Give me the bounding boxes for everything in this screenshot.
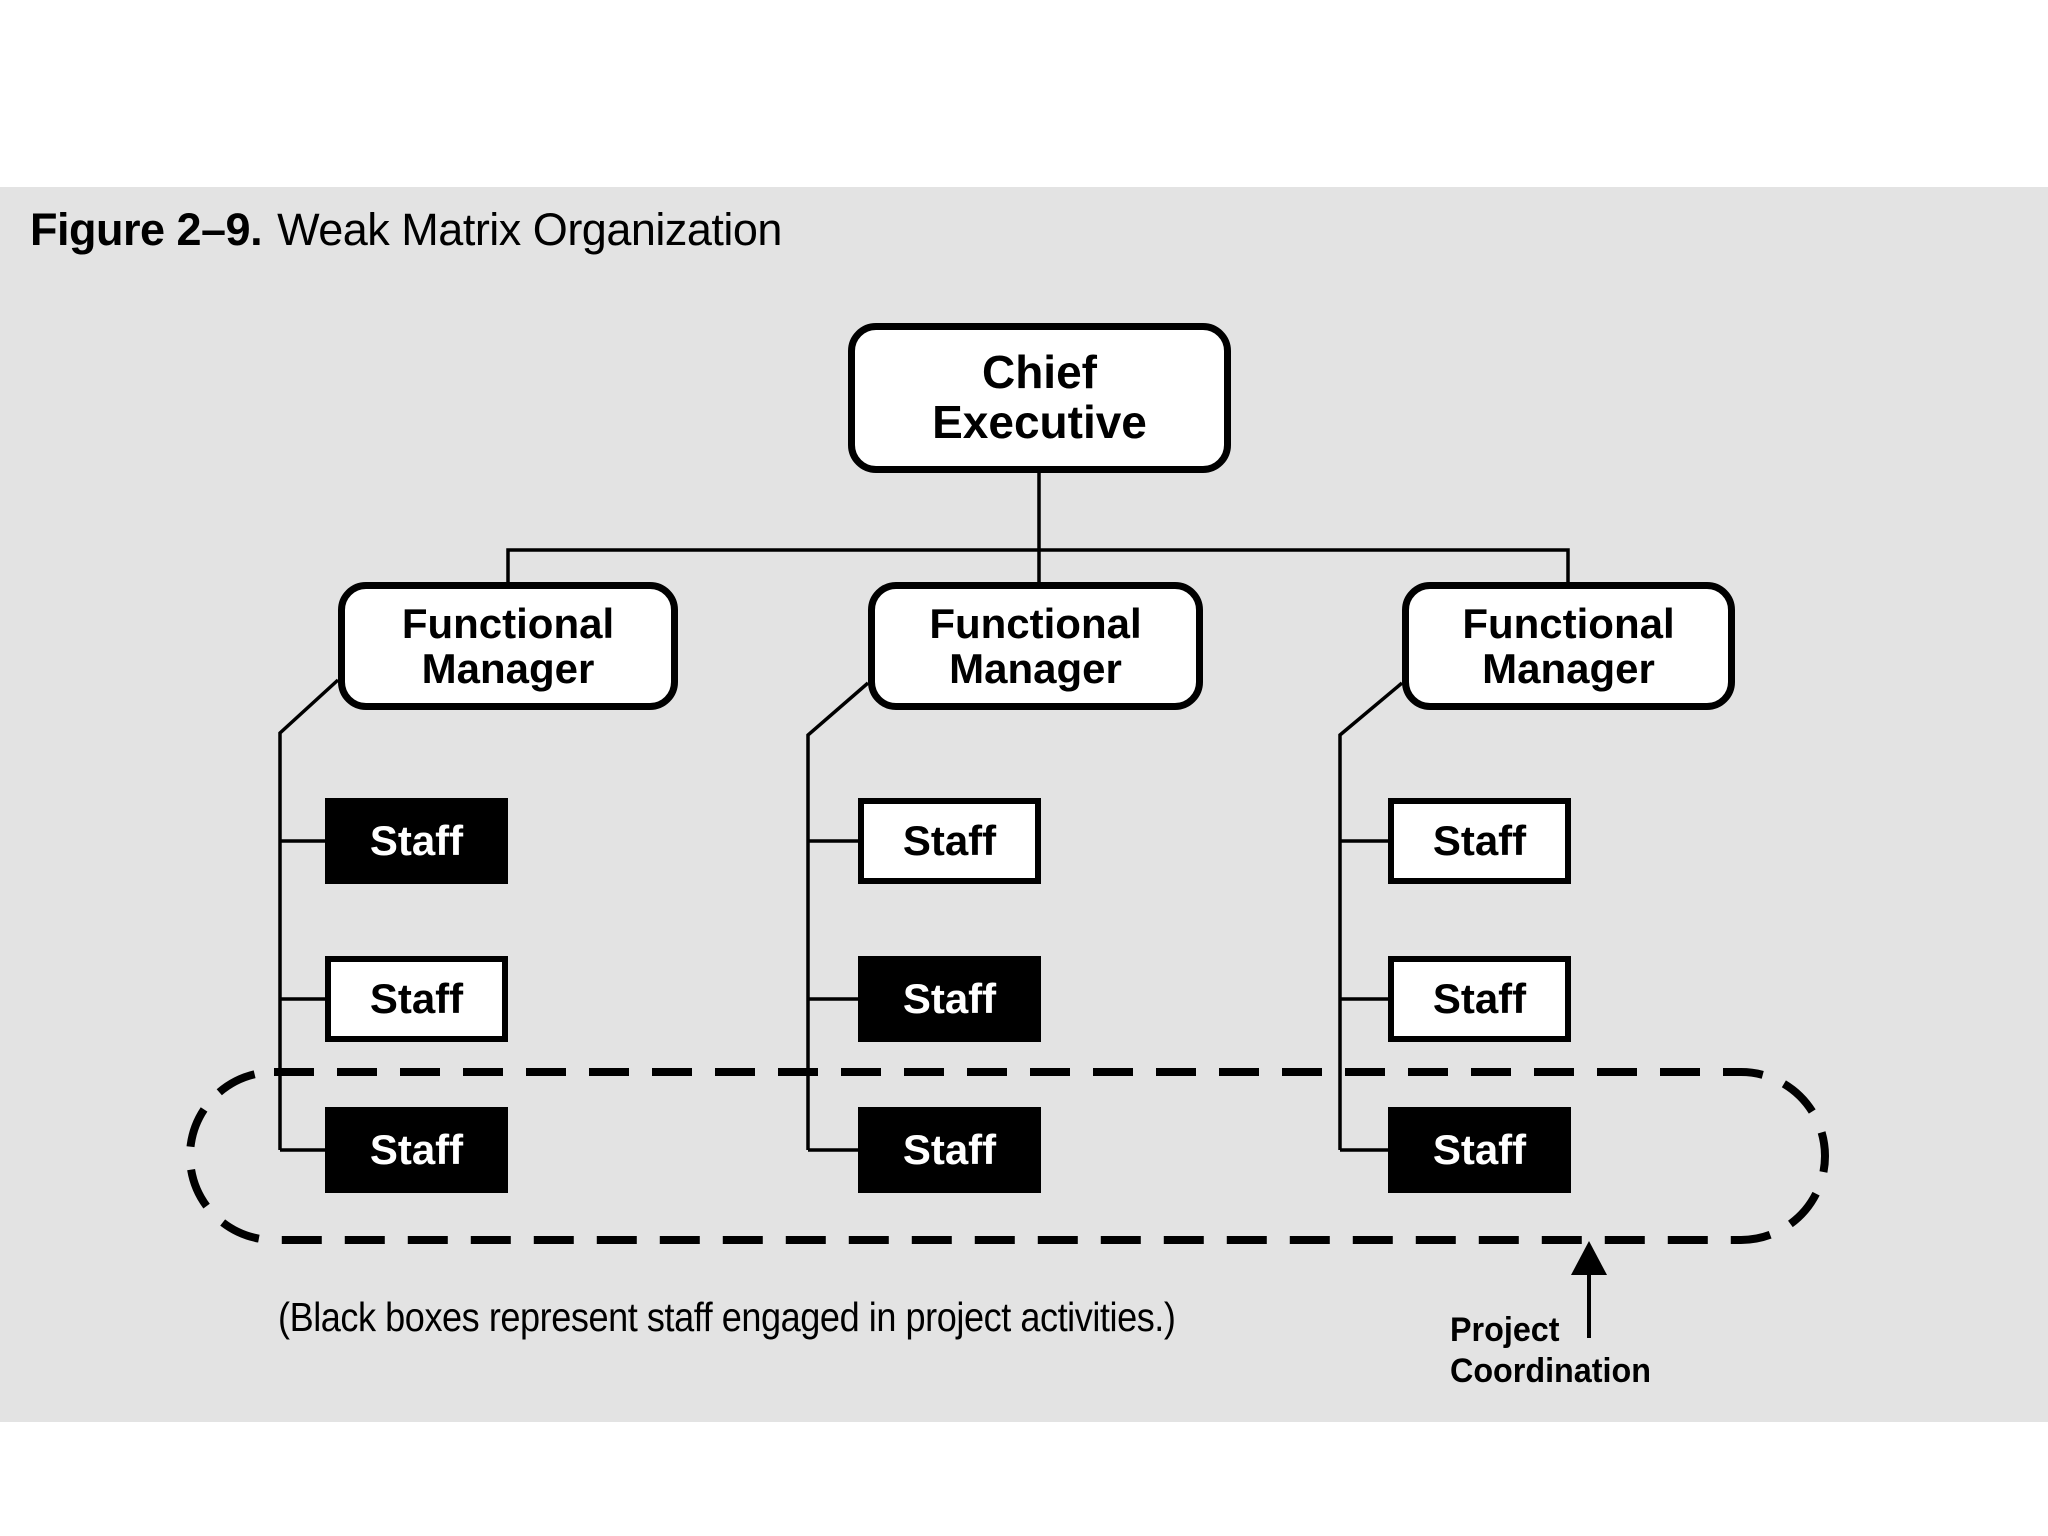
- functional-manager-box-1: Functional Manager: [338, 582, 678, 710]
- staff-box-col3-row1: Staff: [1388, 798, 1571, 884]
- staff-box-col1-row3: Staff: [325, 1107, 508, 1193]
- staff-box-col2-row3: Staff: [858, 1107, 1041, 1193]
- chief-executive-box: Chief Executive: [848, 323, 1231, 473]
- staff-box-col2-row2: Staff: [858, 956, 1041, 1042]
- manager-rake-line: [506, 548, 1570, 582]
- column3-spine: [1338, 681, 1404, 1150]
- staff-box-col3-row2: Staff: [1388, 956, 1571, 1042]
- staff-box-col1-row2: Staff: [325, 956, 508, 1042]
- figure-number: Figure 2–9.: [30, 204, 263, 255]
- staff-box-col2-row1: Staff: [858, 798, 1041, 884]
- figure-name: Weak Matrix Organization: [277, 204, 782, 255]
- column2-stubs: [808, 839, 860, 1152]
- project-scope-dashed-ellipse: [186, 1068, 1829, 1244]
- staff-box-col3-row3: Staff: [1388, 1107, 1571, 1193]
- legend-note: (Black boxes represent staff engaged in …: [278, 1294, 1176, 1340]
- coordination-arrow-head: [1571, 1241, 1607, 1275]
- functional-manager-box-3: Functional Manager: [1402, 582, 1735, 710]
- staff-box-col1-row1: Staff: [325, 798, 508, 884]
- column3-stubs: [1340, 839, 1390, 1152]
- project-coordination-label: Project Coordination: [1450, 1311, 1651, 1390]
- figure-caption-heading: Figure 2–9. Weak Matrix Organization: [30, 204, 782, 256]
- column1-stubs: [280, 839, 327, 1152]
- column1-spine: [278, 678, 340, 1150]
- column2-spine: [806, 681, 870, 1150]
- functional-manager-box-2: Functional Manager: [868, 582, 1203, 710]
